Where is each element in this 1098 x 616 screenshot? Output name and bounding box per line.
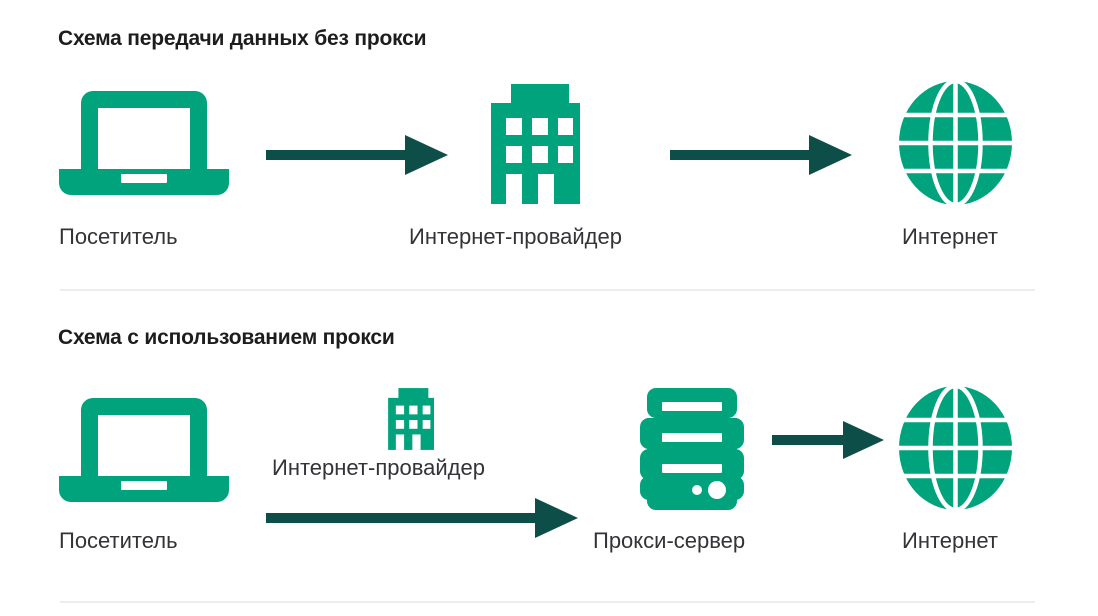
node-label-visitor: Посетитель [59, 224, 178, 249]
arrow-visitor-to-proxy [266, 498, 578, 538]
section-divider-1 [60, 289, 1035, 291]
server-icon [640, 388, 744, 510]
node-label-isp: Интернет-провайдер [409, 224, 622, 249]
node-label-internet: Интернет [902, 528, 998, 553]
arrow-isp-to-internet [670, 135, 852, 175]
section-divider-2 [60, 601, 1035, 603]
laptop-icon [59, 91, 229, 195]
section-title-without-proxy: Схема передачи данных без прокси [58, 27, 427, 50]
node-label-visitor: Посетитель [59, 528, 178, 553]
globe-icon [899, 386, 1012, 510]
node-label-isp: Интернет-провайдер [272, 455, 485, 480]
building-icon [491, 84, 580, 204]
arrow-proxy-to-internet [772, 421, 884, 459]
section-title-with-proxy: Схема с использованием прокси [58, 326, 395, 349]
globe-icon [899, 81, 1012, 205]
laptop-icon [59, 398, 229, 502]
node-label-internet: Интернет [902, 224, 998, 249]
building-icon [388, 388, 434, 450]
node-label-proxy: Прокси-сервер [593, 528, 746, 553]
arrow-visitor-to-isp [266, 135, 448, 175]
